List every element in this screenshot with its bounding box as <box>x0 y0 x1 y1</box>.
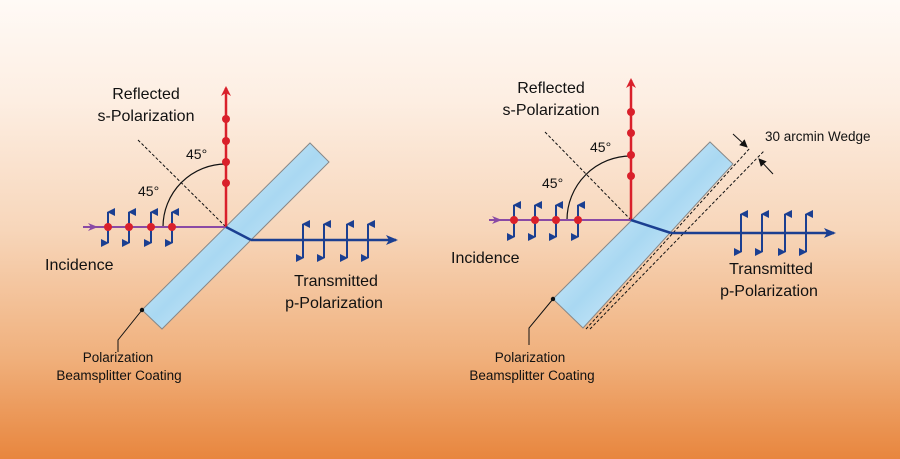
reflected-label: Reflected <box>112 86 180 103</box>
coating-leader-line <box>528 298 554 345</box>
coating-label-line1: Polarization <box>83 350 154 365</box>
wedged-beamsplitter-plate <box>552 141 734 329</box>
wedge-label: 30 arcmin Wedge <box>765 129 871 144</box>
s-polarization-label: s-Polarization <box>98 108 195 125</box>
angle-arc <box>566 155 632 221</box>
wedge-reference-dashed-line <box>585 147 751 330</box>
incident-s-dots <box>104 223 176 231</box>
angle-label-bottom: 45° <box>138 183 159 199</box>
incident-arrow-icon <box>88 223 98 231</box>
coating-label-line1: Polarization <box>495 350 566 365</box>
transmitted-label: Transmitted <box>294 273 378 290</box>
p-polarization-label: p-Polarization <box>720 283 818 300</box>
reflected-s-dots <box>222 115 230 187</box>
wedge-dimension-arrow-1 <box>732 133 748 148</box>
incidence-label: Incidence <box>451 250 520 267</box>
coating-leader-dot <box>550 296 556 302</box>
incident-arrow-icon <box>492 216 502 224</box>
refracted-beam <box>225 225 252 242</box>
reflected-label: Reflected <box>517 80 585 97</box>
left-panel: Reflected s-Polarization 45° 45° Inciden… <box>45 86 398 383</box>
angle-label-top: 45° <box>186 146 207 162</box>
incident-s-dots <box>510 216 582 224</box>
normal-dashed-line <box>137 139 227 228</box>
right-panel: Reflected s-Polarization 45° 45° 30 arcm… <box>451 78 871 383</box>
wedge-reference-dashed-line-2 <box>589 150 765 330</box>
angle-arc <box>162 163 227 228</box>
reflected-s-dots <box>627 108 635 180</box>
beamsplitter-plate <box>141 142 330 330</box>
transmitted-p-arrows <box>734 210 813 256</box>
coating-leader-line <box>117 309 143 352</box>
transmitted-p-arrows <box>296 220 375 262</box>
angle-label-bottom: 45° <box>542 175 563 191</box>
s-polarization-label: s-Polarization <box>503 102 600 119</box>
coating-leader-dot <box>139 307 145 313</box>
wedge-dimension-arrow-2 <box>758 158 774 175</box>
refracted-beam <box>630 218 672 235</box>
incidence-label: Incidence <box>45 257 114 274</box>
transmitted-label: Transmitted <box>729 261 813 278</box>
coating-label-line2: Beamsplitter Coating <box>469 368 594 383</box>
angle-label-top: 45° <box>590 139 611 155</box>
coating-label-line2: Beamsplitter Coating <box>56 368 181 383</box>
normal-dashed-line <box>544 131 632 221</box>
p-polarization-label: p-Polarization <box>285 295 383 312</box>
